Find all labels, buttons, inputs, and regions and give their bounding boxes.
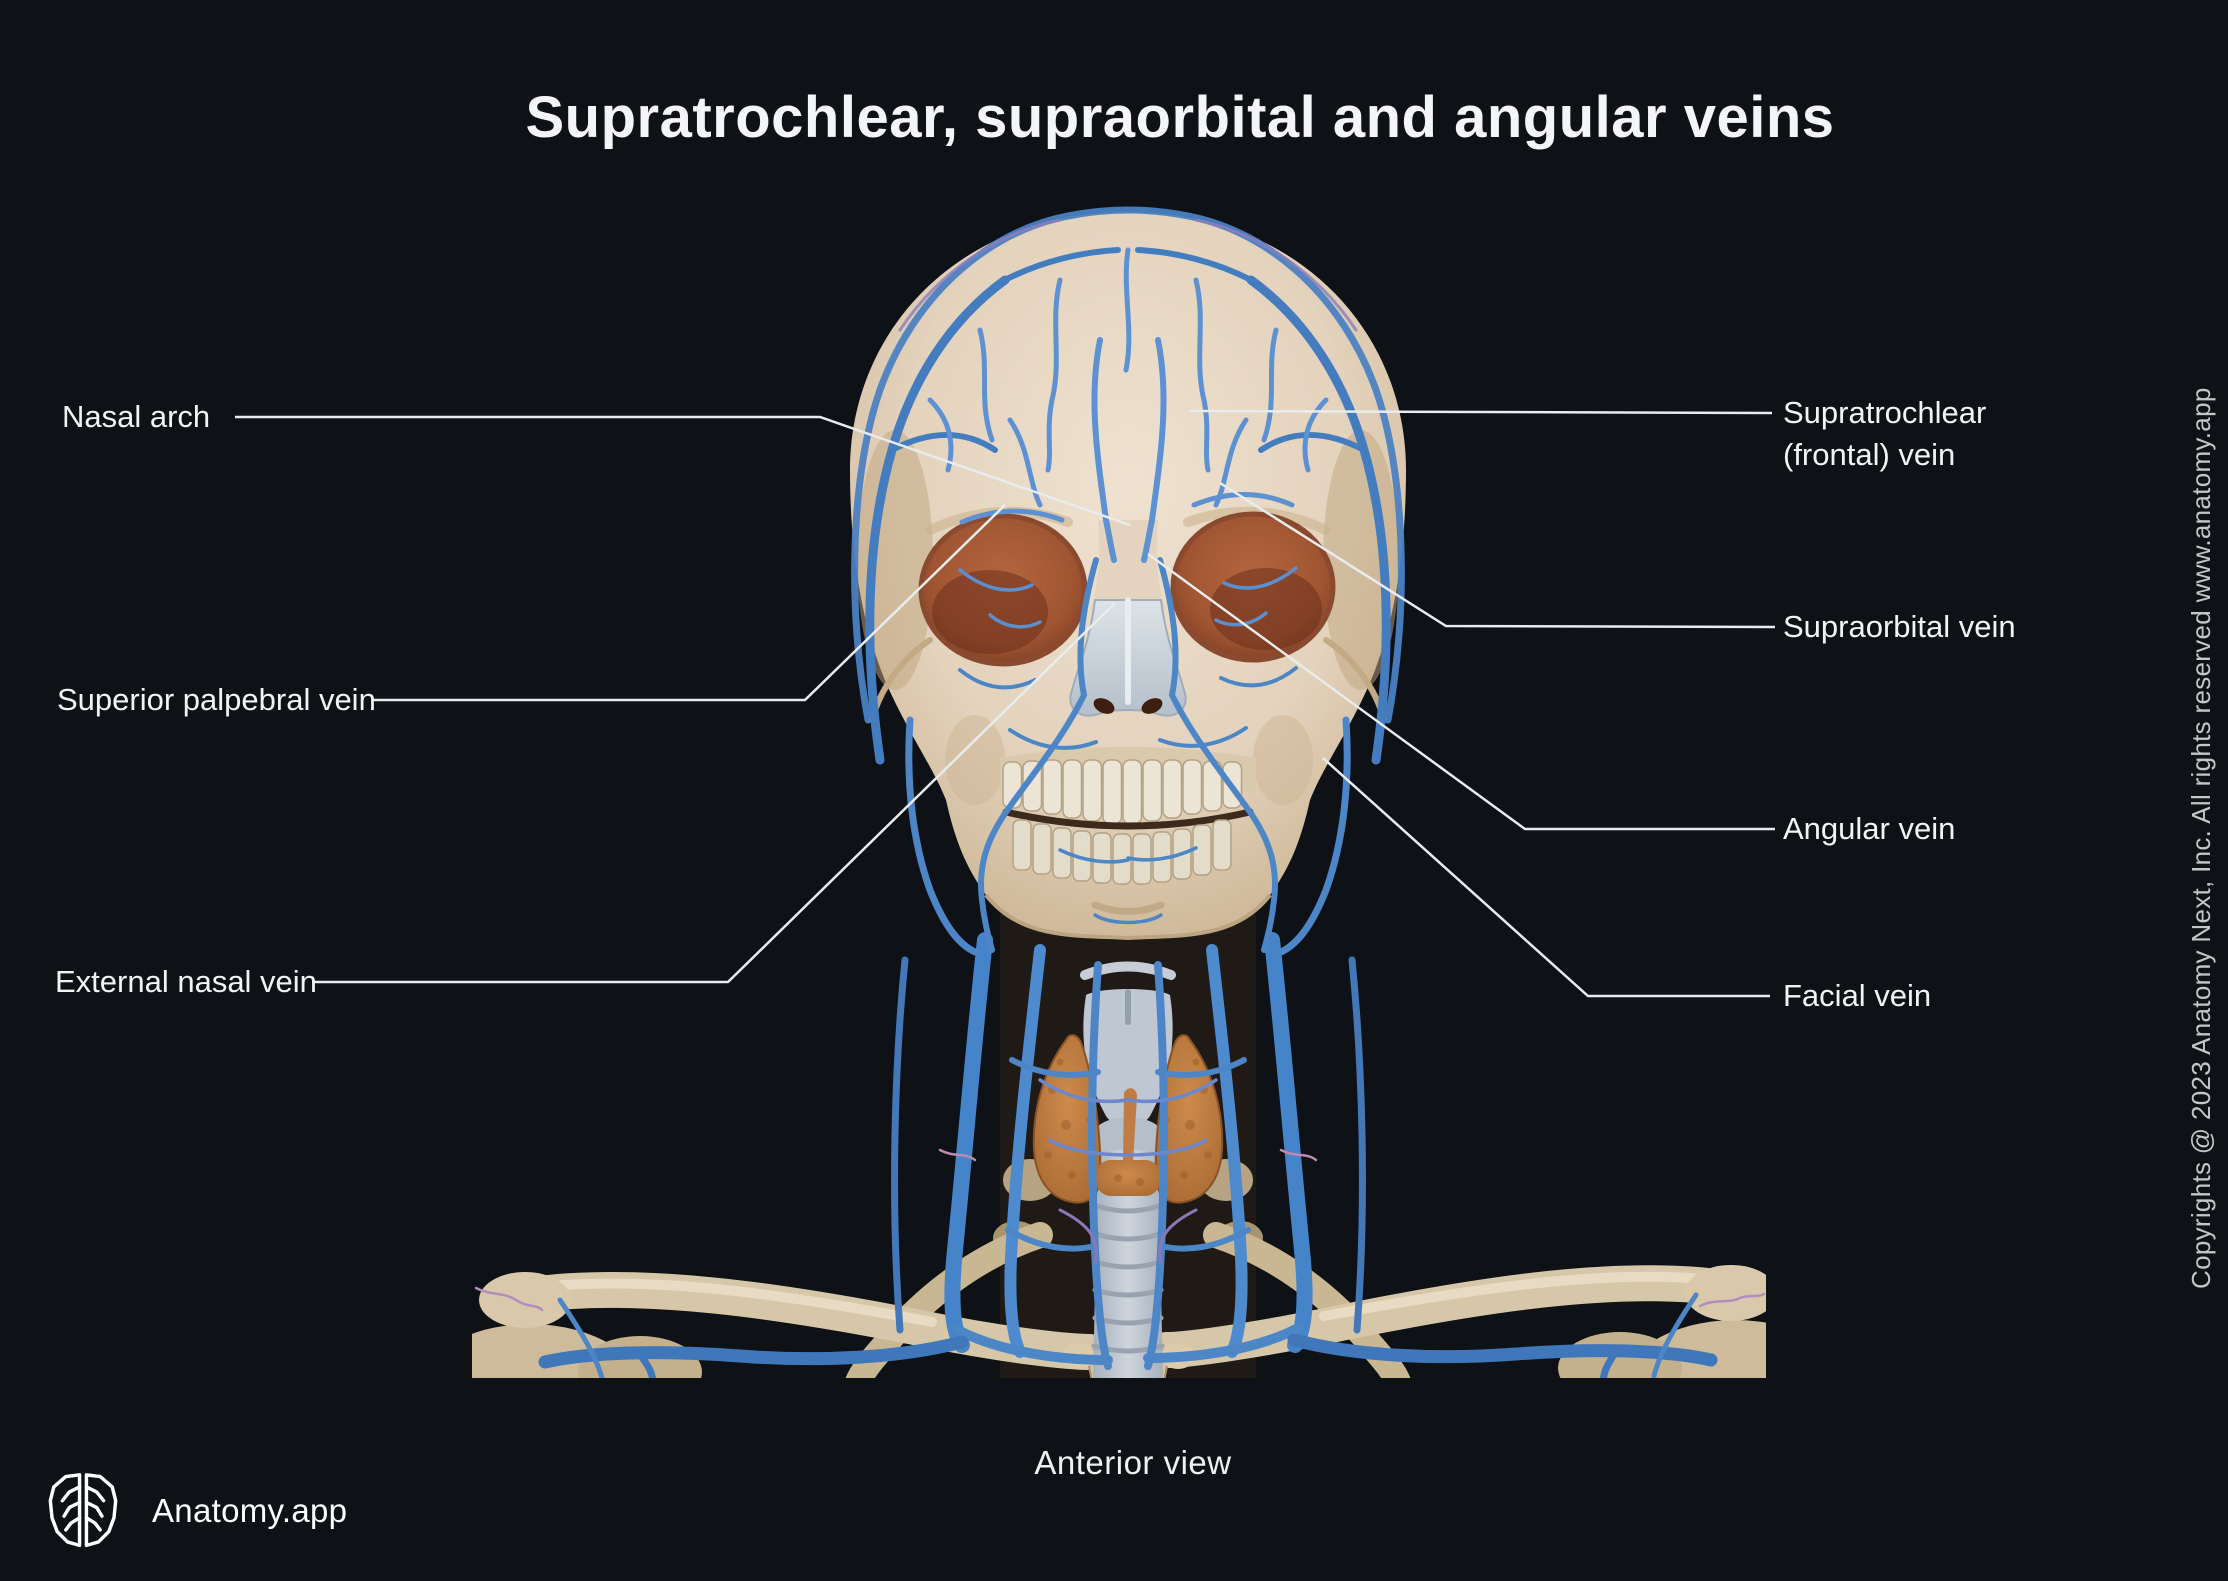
skull bbox=[850, 212, 1406, 941]
view-caption: Anterior view bbox=[1034, 1444, 1232, 1481]
anterior-jugular-left bbox=[1088, 961, 1112, 1370]
leader-line-facial-vein bbox=[1322, 757, 1770, 998]
mandible bbox=[984, 893, 1272, 941]
nostril-left bbox=[1093, 698, 1115, 714]
external-jugular-right bbox=[1264, 932, 1313, 1353]
leader-lines bbox=[235, 409, 1776, 998]
leader-line-angular-vein bbox=[1147, 552, 1775, 831]
thyroid-cartilage bbox=[1083, 989, 1173, 1128]
anterior-jugular-right bbox=[1144, 961, 1168, 1370]
brain-icon bbox=[48, 1473, 118, 1548]
supratrochlear-vein-left bbox=[1091, 337, 1117, 563]
supraorbital-vein-right bbox=[1191, 492, 1295, 508]
label-supraorbital-vein: Supraorbital vein bbox=[1783, 609, 2016, 644]
leader-line-nasal-arch bbox=[235, 415, 1131, 527]
supratrochlear-vein-right bbox=[1141, 337, 1167, 563]
leader-line-supratrochlear-vein bbox=[1189, 409, 1773, 415]
leader-line-external-nasal-vein bbox=[312, 602, 1116, 984]
label-angular-vein: Angular vein bbox=[1783, 811, 1956, 846]
clavicle-right bbox=[1148, 1265, 1744, 1368]
label-superior-palpebral-vein: Superior palpebral vein bbox=[57, 682, 376, 717]
supraorbital-vein-left bbox=[959, 508, 1065, 525]
label-facial-vein: Facial vein bbox=[1783, 978, 1932, 1013]
nostril-right bbox=[1141, 698, 1163, 714]
nasal-bone bbox=[1091, 520, 1165, 610]
page-title: Supratrochlear, supraorbital and angular… bbox=[525, 85, 1835, 150]
neck-veins bbox=[474, 932, 1766, 1378]
copyright-text: Copyrights @ 2023 Anatomy Next, Inc. All… bbox=[2186, 387, 2216, 1289]
scalp-veins bbox=[851, 206, 1405, 765]
face-veins bbox=[905, 557, 1351, 956]
leader-line-supraorbital-vein bbox=[1219, 481, 1776, 629]
brand: Anatomy.app bbox=[40, 1468, 347, 1554]
angular-vein-right bbox=[1157, 557, 1179, 698]
leader-line-superior-palpebral-vein bbox=[373, 504, 1006, 702]
angular-vein-left bbox=[1077, 557, 1099, 698]
acromion-right bbox=[1685, 1265, 1766, 1321]
scalp-rim-vein bbox=[851, 206, 1405, 724]
label-supratrochlear-vein: Supratrochlear (frontal) vein bbox=[1783, 395, 1987, 472]
external-jugular-left bbox=[944, 932, 993, 1353]
acromion-left bbox=[479, 1272, 571, 1328]
label-nasal-arch: Nasal arch bbox=[62, 399, 211, 434]
clavicle-left bbox=[512, 1271, 1108, 1370]
superficial-temporal-vein-left bbox=[865, 275, 1010, 765]
shoulder-girdle bbox=[472, 1222, 1766, 1378]
brand-name: Anatomy.app bbox=[152, 1492, 348, 1529]
superficial-temporal-vein-right bbox=[1246, 275, 1391, 765]
label-external-nasal-vein: External nasal vein bbox=[55, 964, 317, 999]
